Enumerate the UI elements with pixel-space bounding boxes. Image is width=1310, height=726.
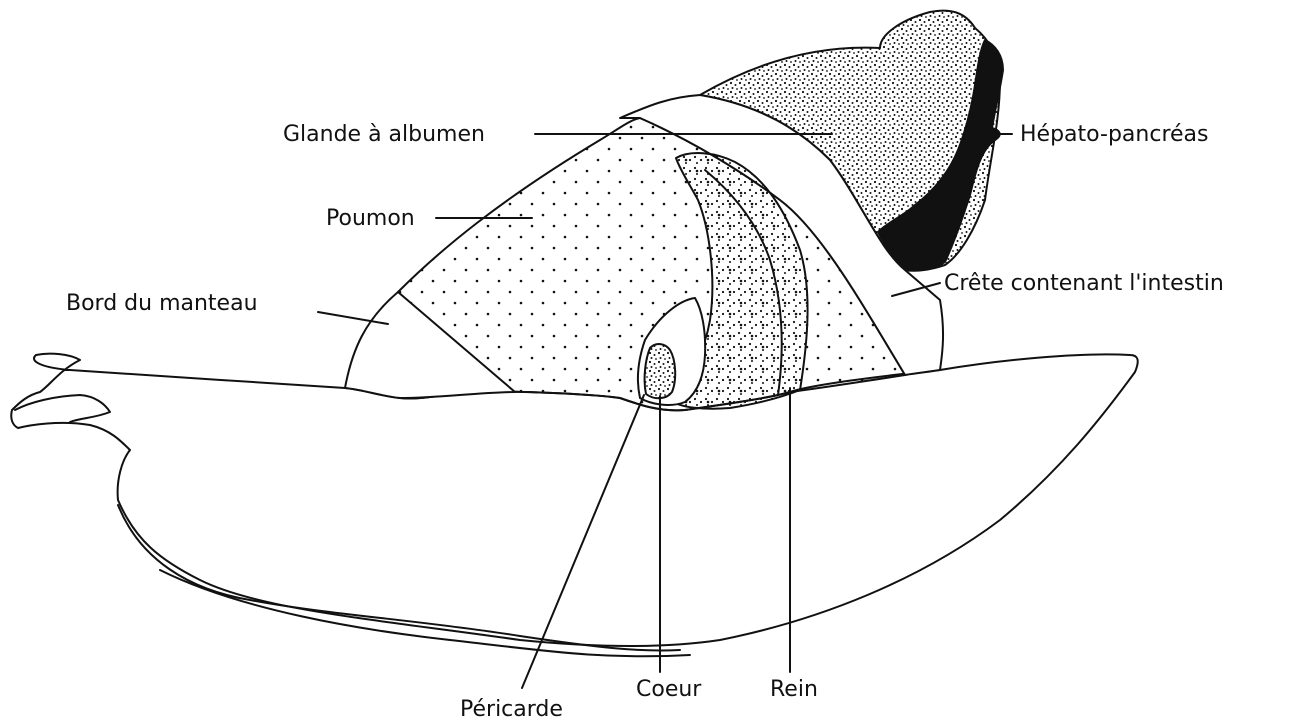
label-pericarde: Péricarde xyxy=(460,697,563,722)
sole-line xyxy=(118,505,680,650)
foot-outline xyxy=(11,354,1137,646)
label-glande-albumen: Glande à albumen xyxy=(283,122,485,147)
label-coeur: Coeur xyxy=(636,677,702,702)
label-bord-manteau: Bord du manteau xyxy=(66,291,258,316)
tentacle-outline xyxy=(15,395,110,422)
label-poumon: Poumon xyxy=(326,206,415,231)
label-rein: Rein xyxy=(770,677,818,702)
sole-line-lower xyxy=(160,570,690,656)
heart-shape xyxy=(645,344,676,398)
label-crete-intestin: Crête contenant l'intestin xyxy=(944,271,1224,296)
label-hepato-pancreas: Hépato-pancréas xyxy=(1020,122,1208,147)
